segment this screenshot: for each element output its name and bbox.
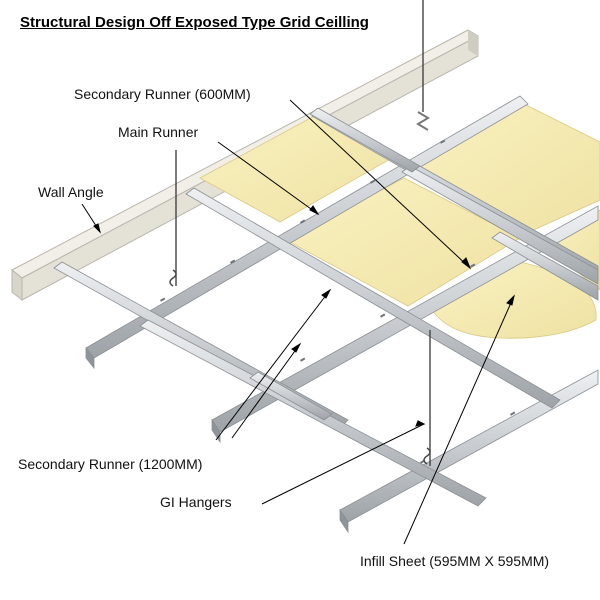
leader-main-runner: [217, 141, 319, 215]
label-secondary-runner-600: Secondary Runner (600MM): [74, 86, 251, 102]
label-gi-hangers: GI Hangers: [160, 494, 232, 510]
arrowhead: [461, 257, 472, 270]
gi-hangers: [169, 0, 431, 466]
leader-secondary-600: [289, 99, 471, 269]
label-secondary-runner-1200: Secondary Runner (1200MM): [18, 456, 203, 472]
leader-infill-sheet: [403, 295, 515, 545]
runner-slots: [160, 139, 516, 464]
diagram-title: Structural Design Off Exposed Type Grid …: [20, 14, 369, 31]
leader-gi-hangers: [261, 423, 425, 505]
label-infill-sheet: Infill Sheet (595MM X 595MM): [360, 553, 550, 569]
leader-secondary-1200a: [215, 289, 331, 441]
label-wall-angle: Wall Angle: [38, 184, 104, 200]
label-main-runner: Main Runner: [118, 124, 199, 140]
